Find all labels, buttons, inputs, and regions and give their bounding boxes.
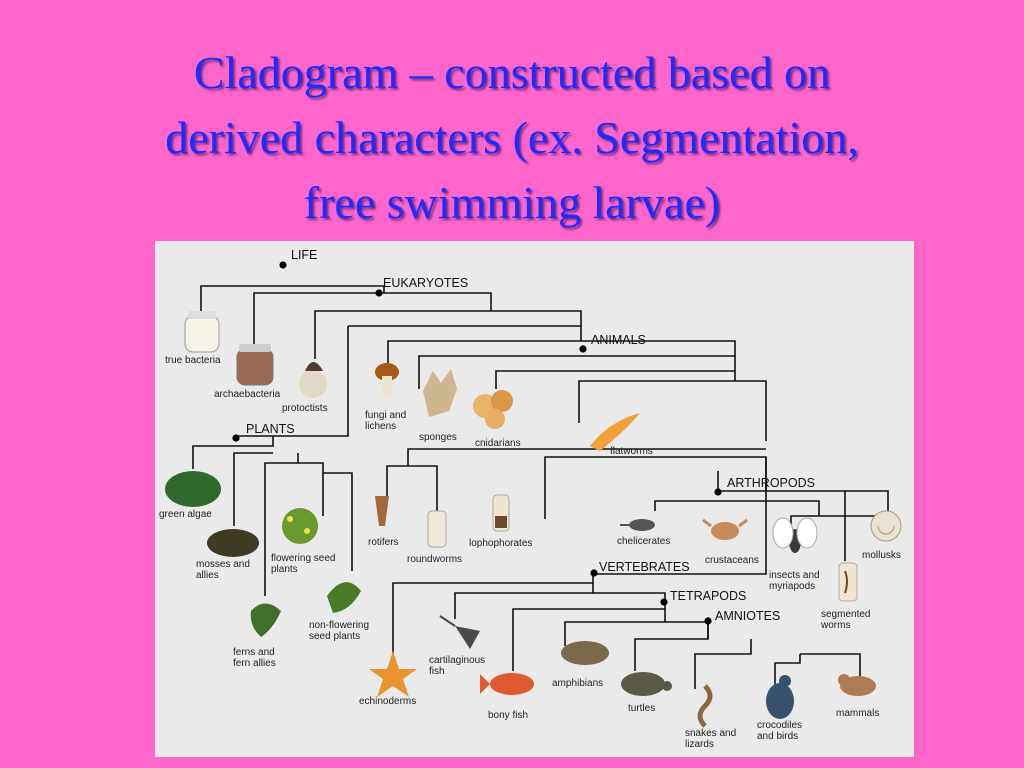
slide-title: Cladogram – constructed based on derived…: [0, 40, 1024, 235]
label-amphibians: amphibians: [552, 678, 604, 689]
fungi-image: [375, 363, 399, 396]
branch-animals: [387, 340, 736, 363]
ferns-image: [250, 603, 281, 637]
node-eukaryotes: [375, 289, 383, 297]
label-turtles: turtles: [628, 703, 656, 714]
label-mammals: mammals: [836, 708, 880, 719]
cladogram-figure: LIFE EUKARYOTES ANIMALS PLANTS ARTHROPOD…: [155, 241, 914, 757]
node-life: [279, 261, 287, 269]
label-roundworms: roundworms: [407, 554, 463, 565]
label-cnidarians: cnidarians: [475, 438, 521, 449]
turtles-image: [621, 672, 672, 696]
echinoderms-image: [369, 651, 417, 697]
flatworms-image: [590, 413, 640, 451]
label-bony-fish: bony fish: [488, 710, 529, 721]
rotifers-image: [375, 496, 389, 526]
roundworms-image: [427, 510, 447, 548]
title-line-2: derived characters (ex. Segmentation,: [165, 112, 859, 163]
label-archaebacteria: archaebacteria: [214, 389, 281, 400]
insects-image: [772, 517, 818, 553]
label-green-algae: green algae: [159, 509, 212, 520]
cladogram-lines: [165, 261, 902, 728]
branch-life: [200, 285, 385, 313]
mollusks-image: [870, 510, 902, 542]
title-line-1: Cladogram – constructed based on: [193, 47, 831, 98]
label-true-bacteria: true bacteria: [165, 355, 221, 366]
clade-animals: ANIMALS: [591, 333, 646, 347]
snakes-image: [697, 684, 713, 728]
branch-plants-split: [192, 436, 274, 469]
clade-life: LIFE: [291, 248, 318, 262]
sponges-image: [423, 369, 457, 417]
label-protoctists: protoctists: [282, 403, 328, 414]
title-line-3: free swimming larvae): [303, 177, 721, 228]
clade-eukaryotes: EUKARYOTES: [383, 276, 469, 290]
node-arthropods: [714, 488, 722, 496]
lophophorates-image: [492, 494, 510, 532]
cnidarians-image: [473, 390, 513, 429]
clade-amniotes: AMNIOTES: [715, 609, 781, 623]
cartilaginous-fish-image: [439, 615, 480, 649]
clade-tetrapods: TETRAPODS: [670, 589, 747, 603]
label-mollusks: mollusks: [862, 550, 901, 561]
label-chelicerates: chelicerates: [617, 536, 671, 547]
true-bacteria-image: [184, 311, 220, 353]
green-algae-image: [165, 471, 221, 507]
node-tetrapods: [660, 598, 668, 606]
nonflowering-plants-image: [327, 582, 361, 613]
label-sponges: sponges: [419, 432, 457, 443]
amphibians-image: [561, 641, 609, 665]
flowering-plants-image: [282, 508, 318, 544]
crocodiles-birds-image: [766, 675, 794, 719]
chelicerates-image: [620, 519, 655, 531]
clade-plants: PLANTS: [246, 422, 295, 436]
organism-illustrations: [165, 311, 902, 728]
archaebacteria-image: [236, 344, 274, 386]
bony-fish-image: [480, 673, 534, 695]
branch-eukaryotes: [253, 292, 492, 351]
clade-arthropods: ARTHROPODS: [727, 476, 815, 490]
segmented-worms-image: [838, 562, 858, 602]
label-rotifers: rotifers: [368, 537, 399, 548]
mammals-image: [838, 674, 876, 696]
protoctists-image: [299, 362, 327, 398]
mosses-image: [207, 529, 259, 557]
node-plants: [232, 434, 240, 442]
crustaceans-image: [702, 518, 748, 540]
label-echinoderms: echinoderms: [359, 696, 417, 707]
clade-vertebrates: VERTEBRATES: [599, 560, 690, 574]
branch-protoctists: [314, 310, 582, 359]
node-animals: [579, 345, 587, 353]
label-crustaceans: crustaceans: [705, 555, 759, 566]
branch-vertebrates: [392, 457, 767, 661]
label-flatworms: flatworms: [610, 446, 653, 457]
node-vertebrates: [590, 569, 598, 577]
node-amniotes: [704, 617, 712, 625]
label-lophophorates: lophophorates: [469, 538, 533, 549]
branch-amniotes: [634, 621, 709, 671]
